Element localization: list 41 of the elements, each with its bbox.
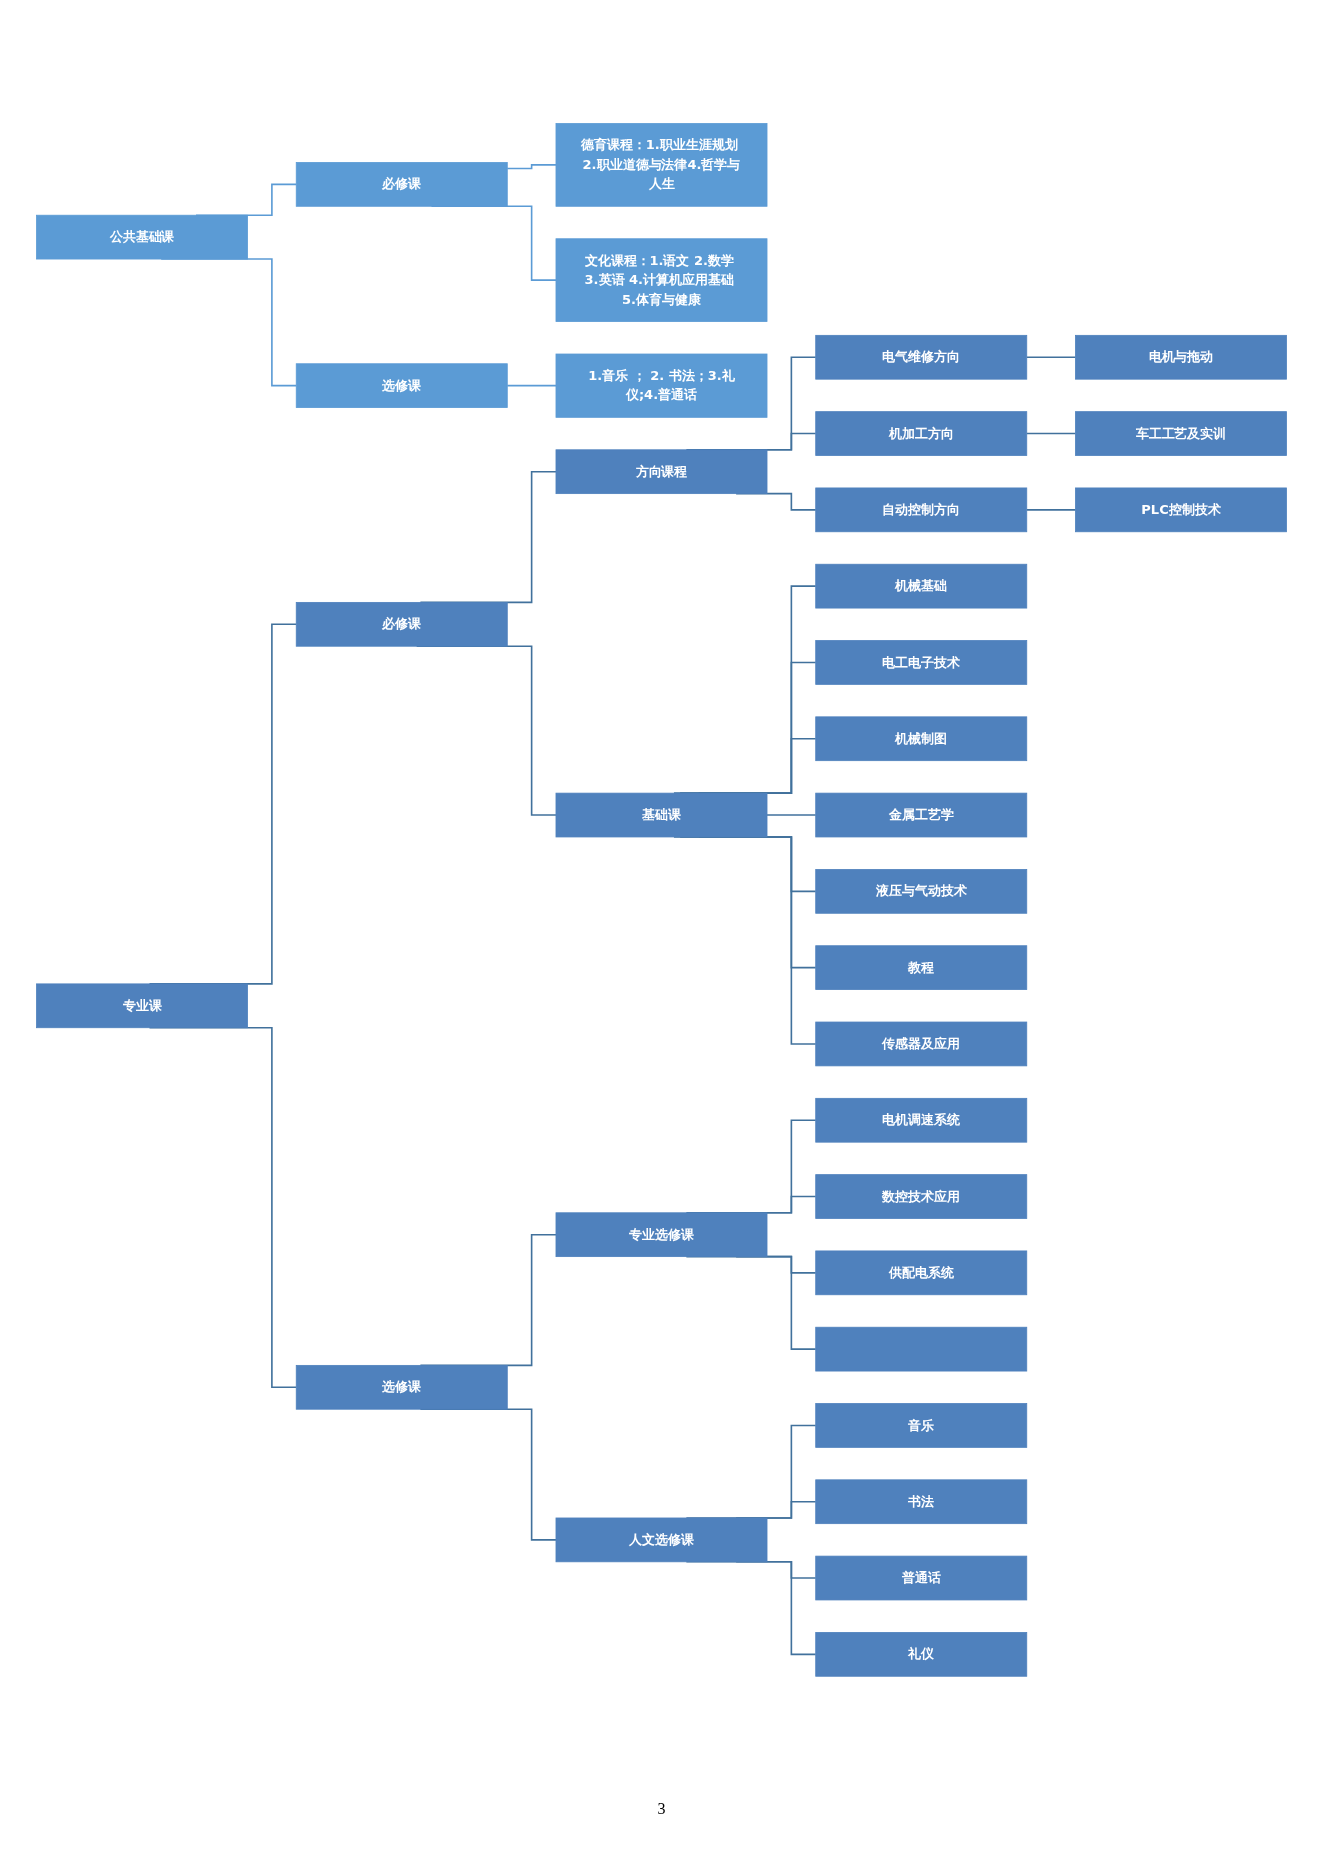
node-box: PLC控制技术: [1075, 487, 1287, 533]
connector: [506, 164, 557, 170]
page-number: 3: [656, 1800, 667, 1818]
node-box: 液压与气动技术: [815, 869, 1028, 914]
node-box: 必修课: [295, 162, 508, 207]
node-box: 书法: [815, 1479, 1028, 1525]
node-box: 电工电子技术: [815, 640, 1028, 685]
node-box: 电机与拖动: [1075, 335, 1287, 380]
node-box: 普通话: [815, 1555, 1028, 1601]
node-box: 机械制图: [815, 716, 1028, 762]
node-box: 教程: [815, 945, 1028, 991]
node-box: 电机调速系统: [815, 1098, 1028, 1143]
node-box: 基础课: [555, 792, 768, 838]
node-box: 机加工方向: [815, 411, 1028, 456]
node-box: 公共基础课: [36, 214, 248, 260]
node-box: 德育课程：1.职业生涯规划 2.职业道德与法律4.哲学与人生: [555, 123, 768, 207]
node-box: 专业选修课: [555, 1212, 768, 1258]
node-box: 自动控制方向: [815, 487, 1028, 533]
connector: [1025, 432, 1077, 435]
node-box: 数控技术应用: [815, 1174, 1028, 1219]
node-box: [815, 1326, 1028, 1372]
node-box: 传感器及应用: [815, 1021, 1028, 1067]
connector: [1025, 356, 1077, 359]
node-box: 电气维修方向: [815, 335, 1028, 380]
node-box: 1.音乐 ； 2. 书法；3.礼仪;4.普通话: [555, 353, 768, 418]
node-box: 机械基础: [815, 563, 1028, 609]
node-box: 选修课: [295, 1365, 508, 1410]
node-box: 车工工艺及实训: [1075, 411, 1287, 456]
node-box: 音乐: [815, 1403, 1028, 1448]
node-box: 金属工艺学: [815, 792, 1028, 838]
node-box: 文化课程：1.语文 2.数学 3.英语 4.计算机应用基础 5.体育与健康: [555, 238, 768, 323]
node-box: 人文选修课: [555, 1517, 768, 1563]
node-box: 方向课程: [555, 449, 768, 495]
connector: [1025, 509, 1077, 511]
connector: [506, 385, 557, 387]
connector: [766, 814, 817, 816]
node-box: 供配电系统: [815, 1250, 1028, 1296]
node-box: 选修课: [295, 363, 508, 409]
node-box: 礼仪: [815, 1632, 1028, 1677]
node-box: 必修课: [295, 602, 508, 647]
node-box: 专业课: [36, 983, 248, 1029]
